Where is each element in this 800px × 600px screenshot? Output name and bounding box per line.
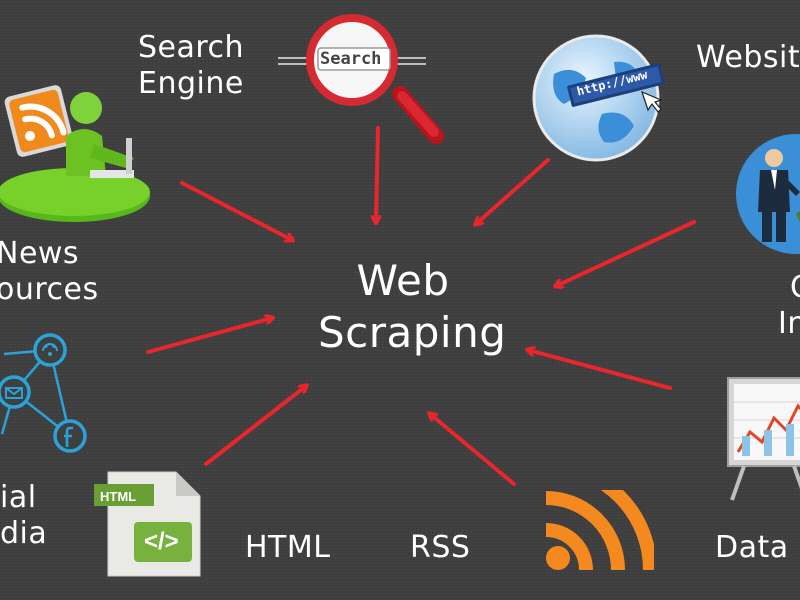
center-title-line-1: Web [356, 256, 450, 305]
label-news-line-1: News [0, 236, 80, 271]
label-data: Data C [715, 530, 800, 565]
chart-board-icon [727, 377, 800, 501]
html-document-tag: HTML [100, 489, 137, 504]
social-network-icon [0, 333, 87, 453]
label-search-engine-line-2: Engine [138, 66, 244, 101]
search-box-text: Search [320, 49, 382, 69]
label-rss: RSS [410, 530, 471, 565]
arrow-from-data [528, 350, 672, 390]
arrow-from-rss [430, 414, 516, 486]
label-websites: Websites [696, 40, 800, 75]
center-title: Web Scraping [318, 255, 507, 359]
html-document-code: </> [144, 528, 179, 555]
label-search-engine-line-1: Search [138, 30, 245, 65]
arrow-from-news [146, 318, 272, 354]
label-social-line-1: ial [0, 480, 37, 515]
label-news-line-2: ources [0, 272, 99, 307]
label-news-sources: News ources [0, 236, 99, 308]
label-other: O In [778, 270, 800, 342]
label-search-engine: Search Engine [138, 30, 244, 102]
html-document-icon [94, 471, 201, 577]
label-other-line-2: In [778, 306, 800, 341]
arrow-from-websites [476, 158, 550, 224]
label-other-line-1: O [778, 270, 800, 306]
label-html: HTML [245, 530, 331, 565]
globe-url-icon [532, 34, 665, 162]
businessmen-icon [736, 134, 800, 254]
center-title-line-2: Scraping [318, 308, 507, 357]
arrow-from-social [204, 386, 306, 466]
label-social-line-2: dia [0, 516, 48, 551]
arrow-from-search-engine [180, 181, 292, 240]
rss-feed-icon [545, 490, 654, 570]
magnifier-search-icon [278, 14, 444, 144]
label-social-media: ial dia [0, 480, 47, 552]
arrow-from-magnifier [376, 126, 378, 222]
arrow-from-other [556, 220, 696, 286]
rss-user-icon [0, 85, 150, 222]
